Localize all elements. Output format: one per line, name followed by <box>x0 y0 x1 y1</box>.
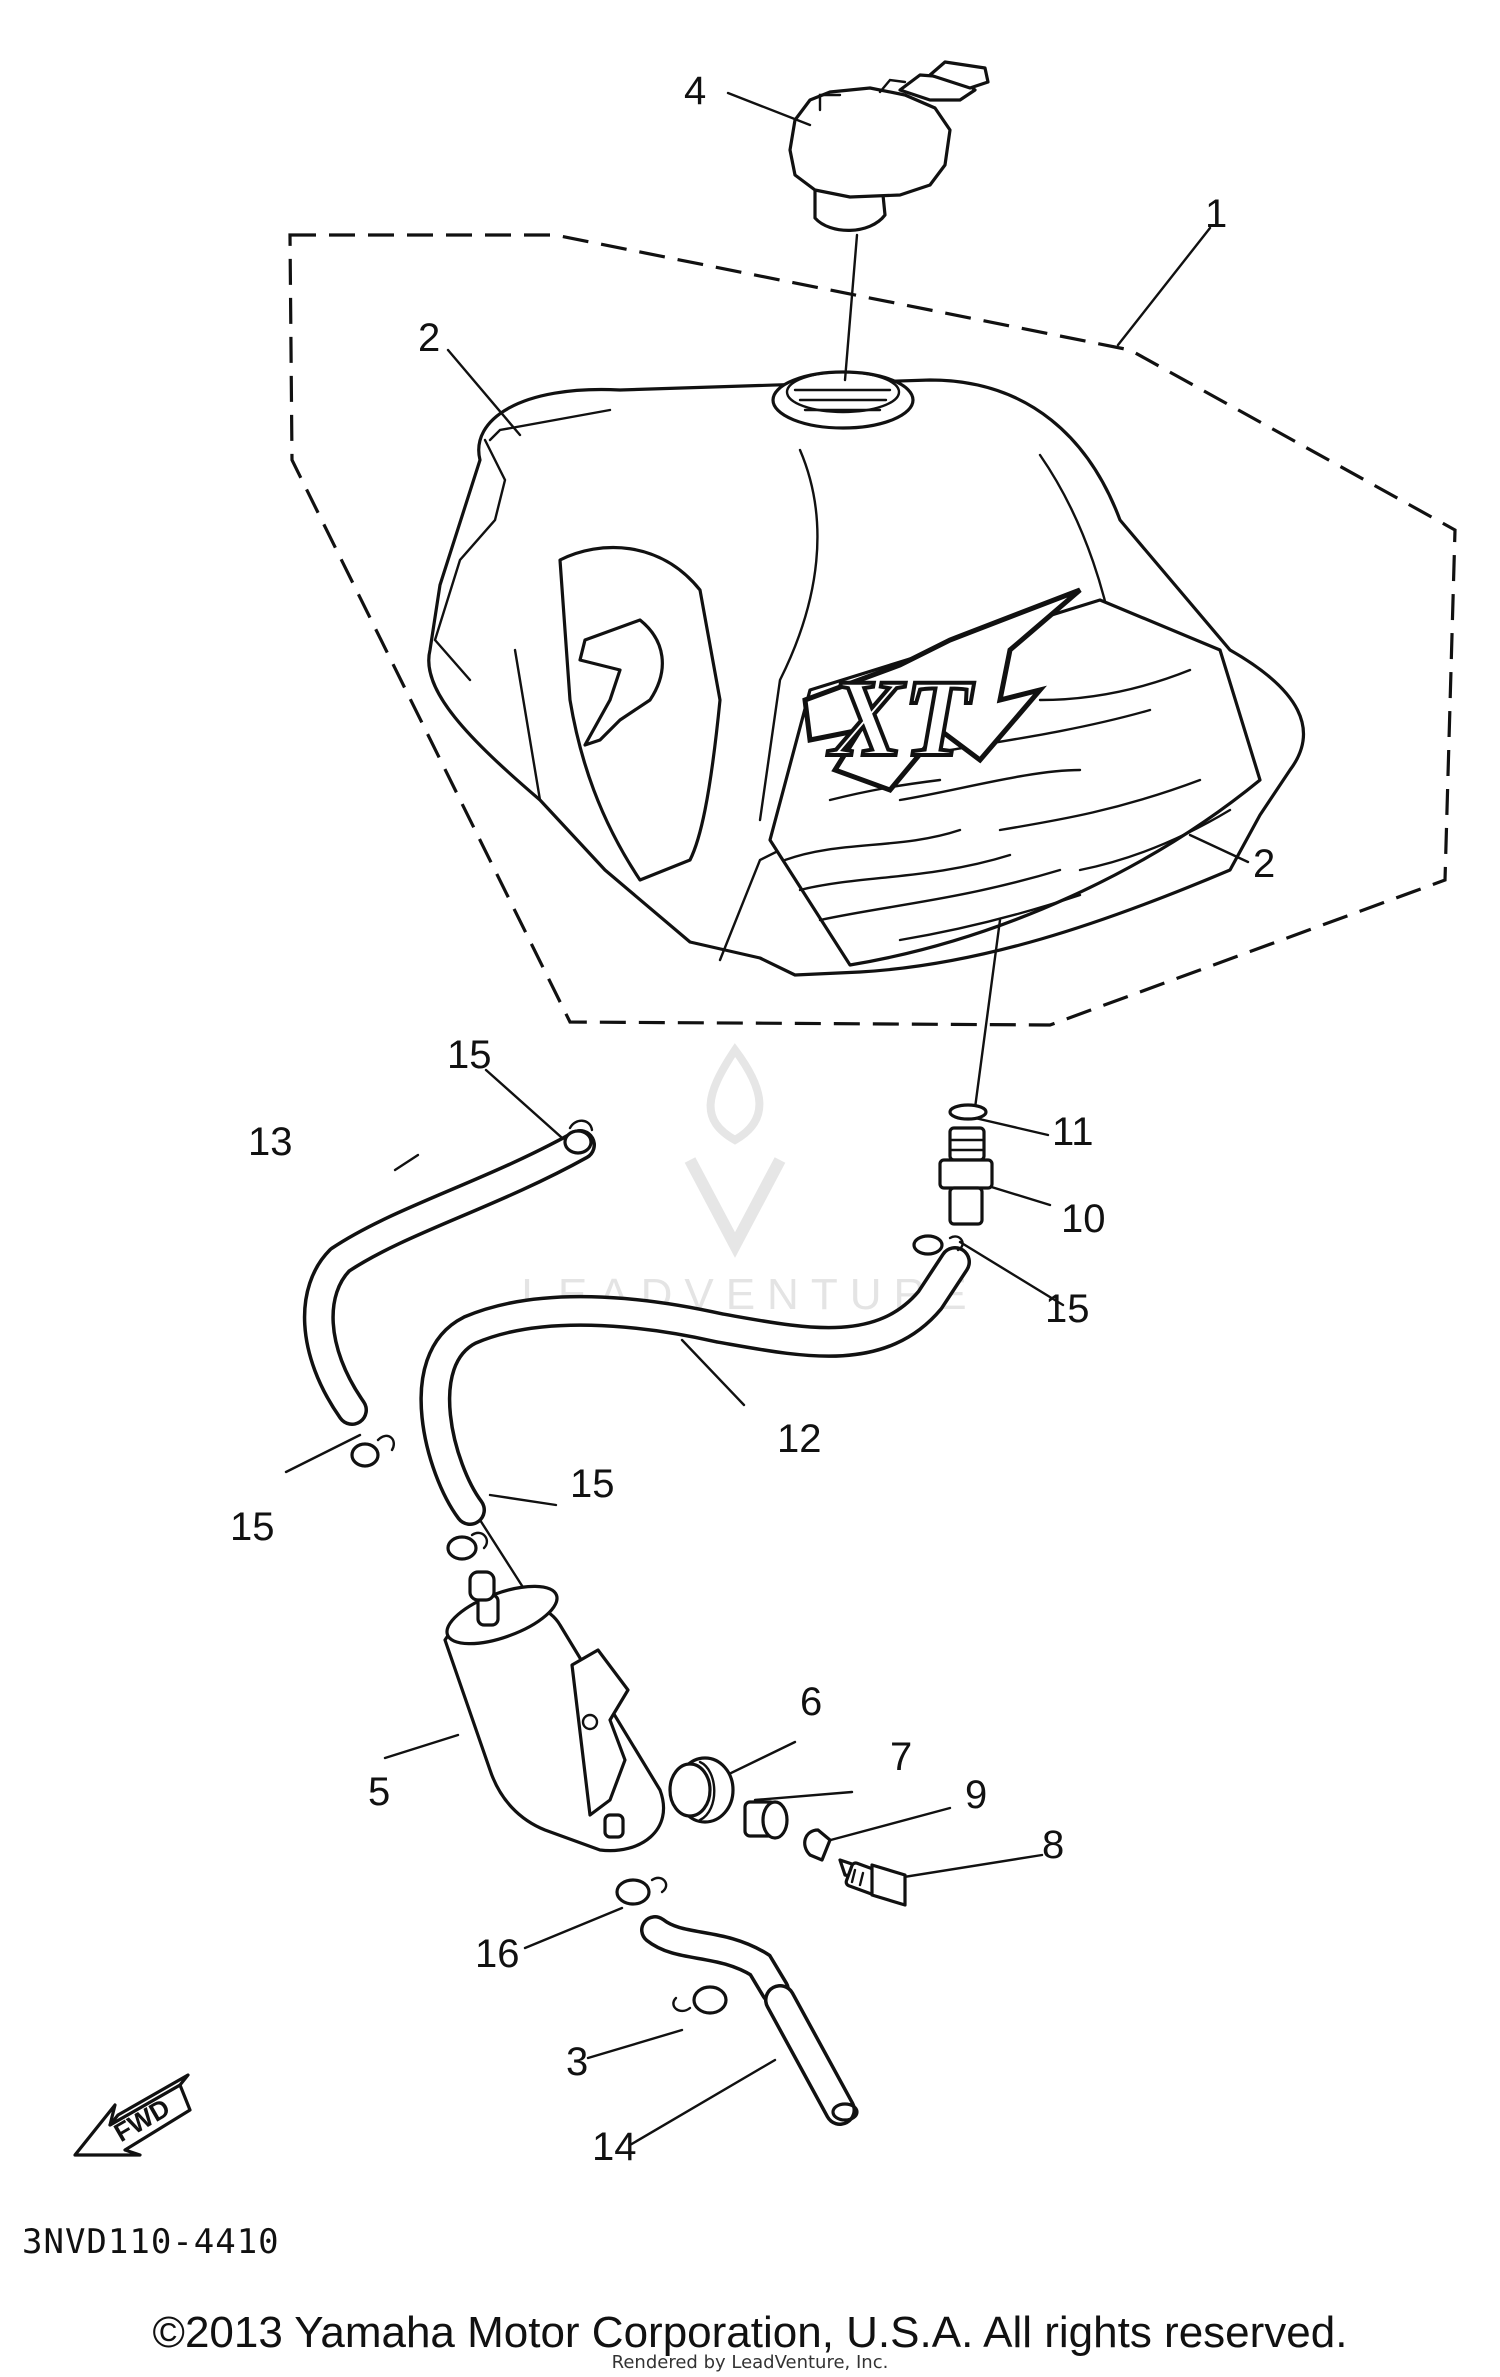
callout-12: 12 <box>777 1417 822 1461</box>
callout-13: 13 <box>248 1120 293 1164</box>
callout-6: 6 <box>800 1680 822 1724</box>
callout-1: 1 <box>1205 192 1227 236</box>
fuel-hose-short <box>643 1918 787 2002</box>
callout-5: 5 <box>368 1770 390 1814</box>
callout-4: 4 <box>684 69 706 113</box>
callout-16: 16 <box>475 1932 520 1976</box>
collar-7 <box>743 1800 789 1840</box>
hose-clip-15-middle <box>446 1531 489 1561</box>
key-icon <box>928 60 990 90</box>
hose-clip-15-right <box>912 1234 964 1256</box>
callout-7: 7 <box>890 1735 912 1779</box>
hose-clip-15-upper <box>563 1119 594 1155</box>
fuel-tank: XT <box>427 370 1306 977</box>
fuel-filter-5 <box>443 1570 666 1853</box>
fuel-hose-13 <box>306 1132 593 1423</box>
fuel-hose-12 <box>422 1249 968 1523</box>
fuel-fitting-10 <box>938 1126 994 1226</box>
callout-8: 8 <box>1042 1823 1064 1867</box>
fuel-tank-assembly-boundary <box>288 233 1457 1027</box>
callout-numbers: 4 1 2 2 15 11 10 15 13 12 15 15 6 5 7 9 … <box>230 69 1275 2169</box>
diagram-part-code: 3NVD110-4410 <box>22 2222 280 2262</box>
bolt-8 <box>838 1858 907 1907</box>
callout-3: 3 <box>566 2040 588 2084</box>
callout-15-d: 15 <box>230 1505 275 1549</box>
washer-11 <box>948 1103 988 1121</box>
fuel-hose-14 <box>767 1987 853 2123</box>
hose-clip-16 <box>615 1876 668 1906</box>
forward-arrow-icon: FWD <box>73 2073 192 2157</box>
callout-2-lower: 2 <box>1253 842 1275 886</box>
watermark-logo-icon <box>684 1043 786 1258</box>
fuel-cap <box>788 60 990 382</box>
tank-badge-text: XT <box>827 657 974 779</box>
callout-15-a: 15 <box>447 1033 492 1077</box>
callout-10: 10 <box>1061 1197 1106 1241</box>
grommet-6 <box>668 1756 735 1824</box>
hose-clip-15-left <box>350 1434 395 1468</box>
rendered-by-notice: Rendered by LeadVenture, Inc. <box>611 2352 889 2373</box>
callout-14: 14 <box>592 2125 637 2169</box>
callout-2-upper: 2 <box>418 316 440 360</box>
callout-9: 9 <box>965 1773 987 1817</box>
copyright-notice: ©2013 Yamaha Motor Corporation, U.S.A. A… <box>152 2308 1348 2357</box>
callout-15-b: 15 <box>1045 1287 1090 1331</box>
hose-clip-3 <box>672 1985 728 2015</box>
callout-11: 11 <box>1052 1110 1094 1154</box>
callout-15-c: 15 <box>570 1462 615 1506</box>
lock-washer-9 <box>803 1828 832 1862</box>
